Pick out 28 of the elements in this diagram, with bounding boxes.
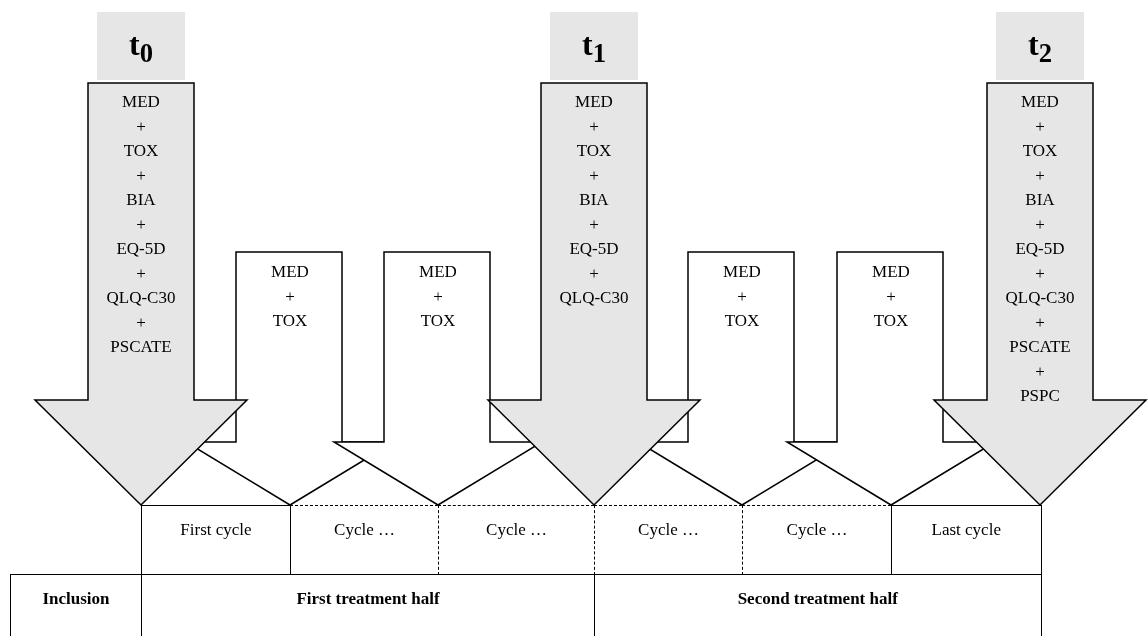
measure-list: MED + TOX xyxy=(378,260,498,334)
measure-list: MED + TOX + BIA + EQ-5D + QLQ-C30 xyxy=(534,90,654,311)
cycle-label: Cycle … xyxy=(486,520,547,540)
measure-list: MED + TOX + BIA + EQ-5D + QLQ-C30 + PSCATE + PSPC xyxy=(980,90,1100,409)
time-point-label: t$_{1}$ xyxy=(582,26,606,62)
measure-list: MED + TOX + BIA + EQ-5D + QLQ-C30 + PSCATE xyxy=(81,90,201,360)
cycle-label: Cycle … xyxy=(638,520,699,540)
phase-label: First treatment half xyxy=(296,589,440,609)
cycle-label: Cycle … xyxy=(786,520,848,540)
cycle-label: Last cycle xyxy=(931,520,1001,540)
time-point-label: t$_{0}$ xyxy=(129,26,153,62)
measure-list: MED + TOX xyxy=(682,260,802,334)
cycle-cell xyxy=(141,505,290,575)
measure-list: MED + TOX xyxy=(230,260,350,334)
cycle-cell xyxy=(438,505,594,575)
cycle-cell xyxy=(594,505,742,575)
phase-label: Second treatment half xyxy=(737,589,898,609)
cycle-cell xyxy=(891,505,1042,575)
phase-cell xyxy=(10,574,141,636)
time-point-label: t$_{2}$ xyxy=(1028,26,1052,62)
cycle-label: First cycle xyxy=(180,520,252,540)
cycle-cell xyxy=(290,505,438,575)
phase-cell xyxy=(594,574,1042,636)
phase-cell xyxy=(141,574,594,636)
cycle-cell xyxy=(742,505,891,575)
cycle-label: Cycle … xyxy=(334,520,395,540)
phase-label: Inclusion xyxy=(42,589,110,609)
measure-list: MED + TOX xyxy=(831,260,951,334)
